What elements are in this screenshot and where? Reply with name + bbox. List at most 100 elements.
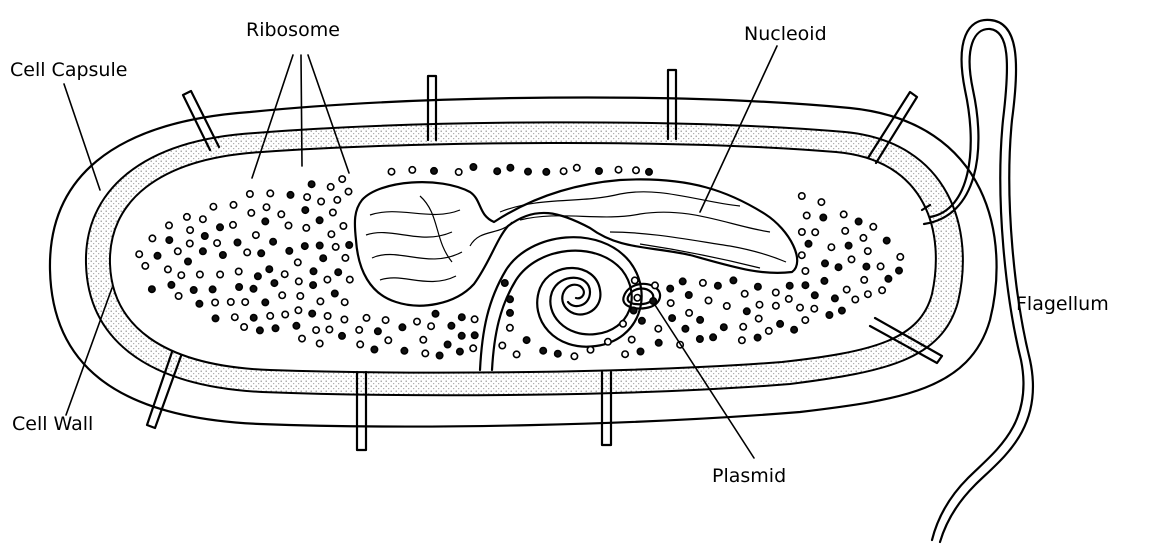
ribosome-dot (472, 332, 478, 338)
ribosome-dot (282, 271, 288, 277)
ribosome-dot (804, 212, 810, 218)
ribosome-dot (214, 240, 220, 246)
ribosome-dot (865, 291, 871, 297)
ribosome-dot (279, 292, 285, 298)
ribosome-dot (345, 188, 351, 194)
ribosome-dot (324, 313, 330, 319)
label-plasmid: Plasmid (712, 465, 786, 487)
ribosome-dot (574, 165, 580, 171)
ribosome-dot (754, 334, 760, 340)
ribosome-dot (865, 248, 871, 254)
ribosome-dot (680, 278, 686, 284)
ribosome-dot (786, 296, 792, 302)
ribosome-dot (896, 267, 902, 273)
ribosome-dot (342, 299, 348, 305)
label-ribosome: Ribosome (246, 19, 340, 41)
ribosome-dot (629, 336, 635, 342)
ribosome-dot (414, 318, 420, 324)
ribosome-dot (897, 254, 903, 260)
ribosome-dot (633, 167, 639, 173)
ribosome-dot (230, 222, 236, 228)
ribosome-dot (667, 285, 673, 291)
ribosome-dot (251, 315, 257, 321)
label-cell-capsule: Cell Capsule (10, 59, 127, 81)
label-cell-wall: Cell Wall (12, 413, 93, 435)
ribosome-dot (401, 348, 407, 354)
ribosome-dot (525, 168, 531, 174)
label-flagellum: Flagellum (1016, 293, 1109, 315)
ribosome-dot (870, 224, 876, 230)
ribosome-dot (742, 291, 748, 297)
ribosome-dot (248, 210, 254, 216)
ribosome-dot (639, 318, 645, 324)
ribosome-dot (212, 299, 218, 305)
ribosome-dot (272, 325, 278, 331)
ribosome-dot (860, 235, 866, 241)
ribosome-dot (250, 286, 256, 292)
ribosome-dot (154, 253, 160, 259)
ribosome-dot (513, 351, 519, 357)
ribosome-dot (271, 280, 277, 286)
ribosome-dot (299, 335, 305, 341)
ribosome-dot (187, 227, 193, 233)
ribosome-dot (766, 328, 772, 334)
nucleoid (355, 179, 797, 305)
ribosome-dot (818, 199, 824, 205)
ribosome-dot (310, 268, 316, 274)
ribosome-dot (166, 237, 172, 243)
ribosome-dot (839, 307, 845, 313)
ribosome-dot (356, 327, 362, 333)
label-nucleoid: Nucleoid (744, 23, 827, 45)
ribosome-dot (431, 168, 437, 174)
ribosome-dot (634, 295, 640, 301)
ribosome-dot (700, 280, 706, 286)
ribosome-dot (328, 231, 334, 237)
ribosome-dot (842, 228, 848, 234)
ribosome-dot (432, 311, 438, 317)
ribosome-dot (622, 351, 628, 357)
ribosome-dot (812, 229, 818, 235)
ribosome-dot (341, 316, 347, 322)
ribosome-dot (388, 169, 394, 175)
ribosome-dot (456, 169, 462, 175)
ribosome-dot (422, 350, 428, 356)
ribosome-dot (787, 283, 793, 289)
ribosome-dot (242, 299, 248, 305)
ribosome-dot (560, 168, 566, 174)
ribosome-dot (571, 353, 577, 359)
ribosome-dot (217, 271, 223, 277)
ribosome-dot (295, 259, 301, 265)
ribosome-dot (330, 209, 336, 215)
ribosome-dot (444, 341, 450, 347)
ribosome-dot (317, 298, 323, 304)
ribosome-dot (385, 337, 391, 343)
ribosome-dot (302, 207, 308, 213)
ribosome-dot (297, 293, 303, 299)
ribosome-dot (230, 202, 236, 208)
ribosome-dot (845, 242, 851, 248)
ribosome-dot (791, 327, 797, 333)
ribosome-dot (436, 352, 442, 358)
ribosome-dot (200, 248, 206, 254)
ribosome-dot (507, 325, 513, 331)
ribosome-dot (632, 277, 638, 283)
ribosome-dot (296, 278, 302, 284)
ribosome-dot (267, 190, 273, 196)
ribosome-dot (278, 211, 284, 217)
ribosome-dot (324, 276, 330, 282)
ribosome-dot (812, 292, 818, 298)
ribosome-dot (507, 165, 513, 171)
ribosome-dot (333, 244, 339, 250)
ribosome-dot (293, 323, 299, 329)
ribosome-dot (650, 298, 656, 304)
ribosome-dot (262, 218, 268, 224)
ribosome-dot (773, 303, 779, 309)
ribosome-dot (247, 191, 253, 197)
ribosome-dot (236, 284, 242, 290)
ribosome-pointer-2 (301, 55, 302, 166)
ribosome-dot (326, 326, 332, 332)
ribosome-dot (715, 283, 721, 289)
ribosome-dot (303, 225, 309, 231)
ribosome-dot (313, 327, 319, 333)
